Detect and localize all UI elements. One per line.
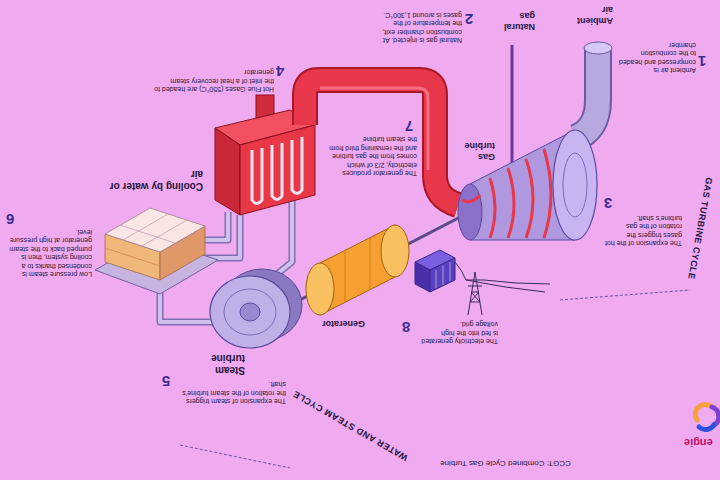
- callout-text: The electricity generated is fed into th…: [418, 320, 498, 345]
- part-label: Natural gas: [497, 10, 535, 32]
- callout-number: 7: [405, 117, 413, 135]
- part-label: Gas turbine: [455, 140, 495, 162]
- callout-text: Ambient air is compressed and headed to …: [618, 40, 696, 74]
- callout-number: 1: [698, 52, 706, 70]
- callout-number: 3: [604, 194, 612, 212]
- steam-turbine: [210, 269, 302, 348]
- logo-mark: [695, 404, 718, 429]
- callout-text: The expansion of steam triggers the rota…: [180, 380, 286, 405]
- generator: [306, 225, 409, 315]
- diagram-title: CCGT: Combined Cycle Gas Turbine: [440, 458, 571, 468]
- cooling-module: [95, 208, 218, 294]
- part-label: Cooling by water or air: [108, 168, 203, 192]
- part-label: Ambient air: [565, 4, 613, 26]
- gas-pipe: [511, 45, 514, 163]
- pylon: [455, 262, 550, 315]
- callout-number: 4: [276, 62, 284, 80]
- callout-text: Hot Flue Gases (550°C) are headed to the…: [150, 68, 274, 93]
- transformer: [415, 250, 455, 292]
- callout-text: The generator produces electricity, 2/3 …: [325, 135, 417, 177]
- flue-gas-duct: [305, 80, 458, 205]
- brand-name: engie: [684, 436, 713, 449]
- part-label: Generator: [322, 318, 365, 329]
- callout-number: 6: [6, 210, 14, 228]
- callout-number: 8: [402, 318, 410, 336]
- part-label: Steam turbine: [185, 352, 245, 376]
- callout-number: 5: [162, 372, 170, 390]
- callout-text: Natural gas is injected. At combustion c…: [382, 10, 462, 44]
- callout-text: The expansion of the hot gases triggers …: [604, 213, 682, 247]
- air-intake: [575, 42, 612, 138]
- callout-number: 2: [465, 10, 473, 28]
- callout-text: Low pressure steam is condensed thanks t…: [4, 228, 92, 278]
- cycle-bracket: [180, 290, 690, 468]
